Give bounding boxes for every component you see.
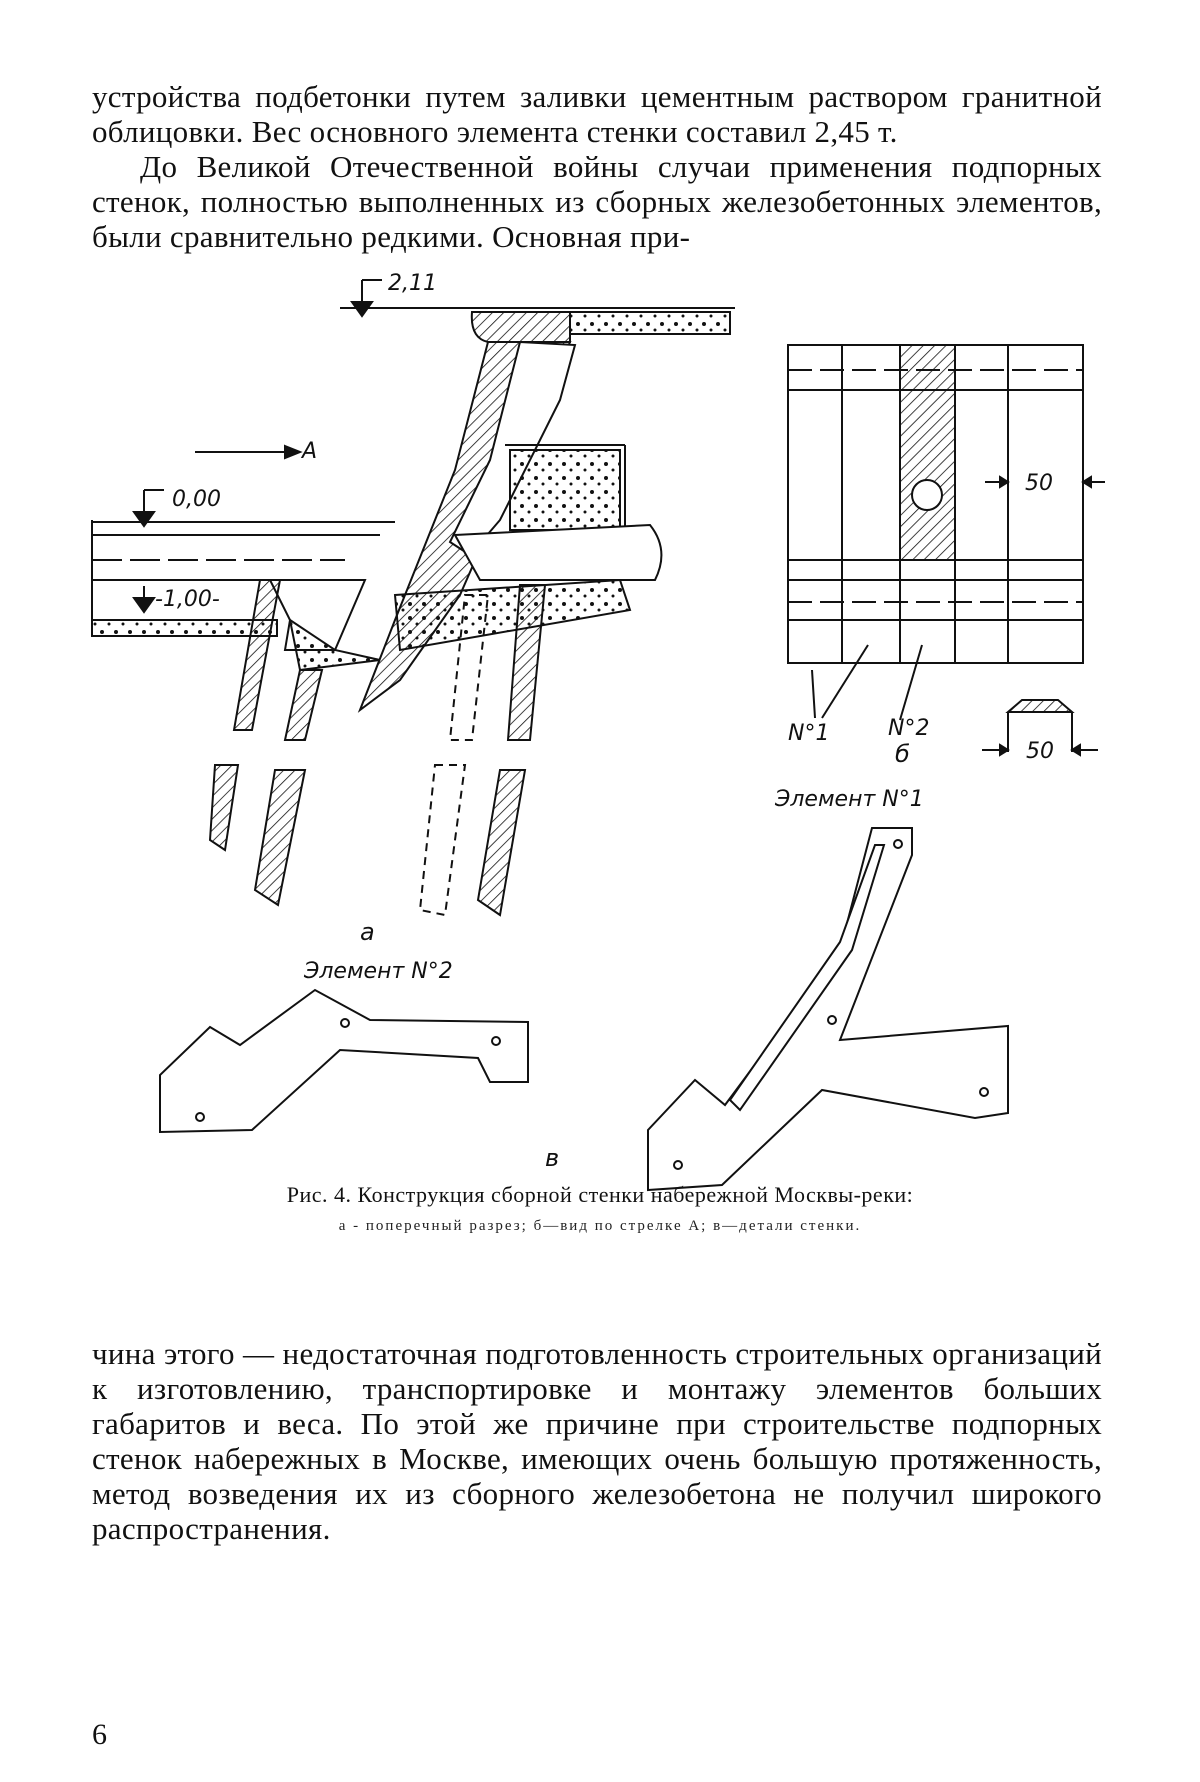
element-2-drawing <box>160 990 528 1132</box>
label-element-n2: N°2 <box>888 716 929 741</box>
elevation-top-label: 2,11 <box>388 271 437 296</box>
figure-caption: Рис. 4. Конструкция сборной стенки набер… <box>90 1182 1110 1208</box>
view-along-arrow-drawing <box>788 345 1105 755</box>
elevation-zero-label: 0,00 <box>172 487 221 512</box>
part-a-label: а <box>360 918 375 946</box>
paragraph-2: До Великой Отечественной войны случаи пр… <box>92 149 1102 254</box>
part-v-label: в <box>545 1144 559 1172</box>
element-1-title: Элемент N°1 <box>774 787 924 812</box>
element-2-title: Элемент N°2 <box>303 959 453 984</box>
arrow-a-label: А <box>300 439 317 464</box>
part-b-label: б <box>895 740 910 768</box>
paragraph-3: чина этого — недостаточная подготовленно… <box>92 1336 1102 1546</box>
label-element-n1: N°1 <box>788 721 829 746</box>
figure-4: 2,11 0,00 -1,00- А а <box>0 250 1200 1470</box>
dimension-50-upper: 50 <box>1025 471 1053 496</box>
figure-caption-subtitle: а - поперечный разрез; б—вид по стрелке … <box>90 1218 1110 1235</box>
paragraph-1: устройства подбетонки путем заливки цеме… <box>92 79 1102 149</box>
element-1-drawing <box>648 828 1008 1190</box>
page-number: 6 <box>92 1718 107 1752</box>
elevation-minus-label: -1,00- <box>155 587 220 612</box>
dimension-50-lower: 50 <box>1026 739 1054 764</box>
figure-drawing: 2,11 0,00 -1,00- А а <box>0 250 1200 1470</box>
